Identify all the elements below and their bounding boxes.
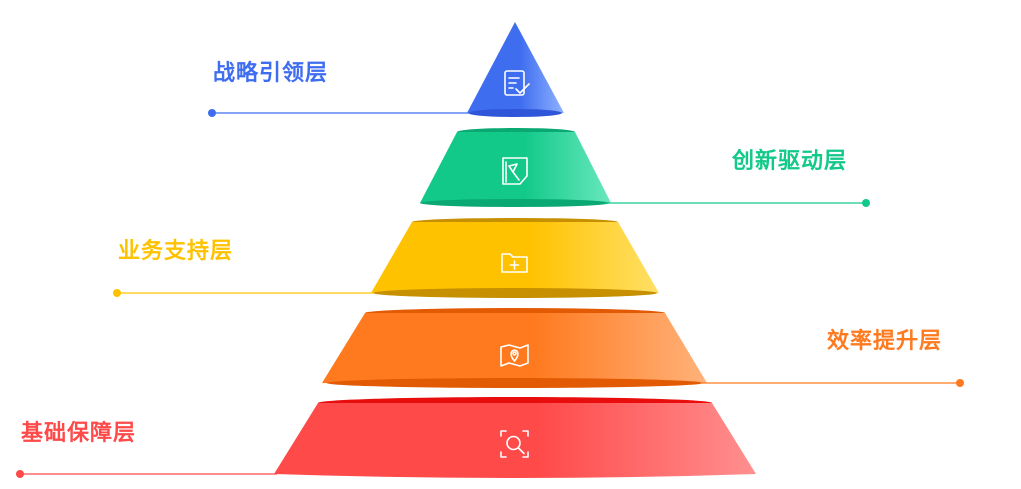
- layer-innovation-label: 创新驱动层: [731, 148, 847, 174]
- map-location-icon: [500, 344, 529, 367]
- layer-efficiency-rim: [327, 378, 703, 388]
- document-check-icon: [504, 70, 530, 96]
- layer-foundation-shape: [274, 403, 756, 478]
- layer-business-rim: [373, 288, 657, 298]
- layer-innovation: 创新驱动层: [420, 128, 870, 207]
- layer-innovation-rim: [420, 199, 610, 207]
- layer-strategy-label: 战略引领层: [213, 60, 328, 86]
- layer-strategy: 战略引领层: [208, 22, 564, 117]
- layer-business-dot: [113, 289, 121, 297]
- layer-efficiency-dot: [956, 379, 964, 387]
- layer-business-shape: [371, 222, 659, 297]
- layer-business-label: 业务支持层: [118, 239, 233, 264]
- scan-search-icon: [500, 430, 529, 458]
- layer-efficiency: 效率提升层: [322, 308, 964, 388]
- layer-foundation: 基础保障层: [16, 397, 756, 478]
- folder-plus-icon: [501, 253, 528, 273]
- layer-strategy-shape: [467, 22, 564, 116]
- layer-strategy-rim: [468, 109, 562, 117]
- layer-innovation-shape: [420, 132, 611, 206]
- layer-foundation-label: 基础保障层: [21, 420, 136, 446]
- layer-strategy-dot: [208, 109, 216, 117]
- layer-efficiency-label: 效率提升层: [827, 328, 942, 354]
- map-pin-icon: [502, 157, 528, 185]
- layer-innovation-dot: [862, 199, 870, 207]
- layer-foundation-dot: [16, 470, 24, 478]
- layer-business: 业务支持层: [113, 218, 659, 298]
